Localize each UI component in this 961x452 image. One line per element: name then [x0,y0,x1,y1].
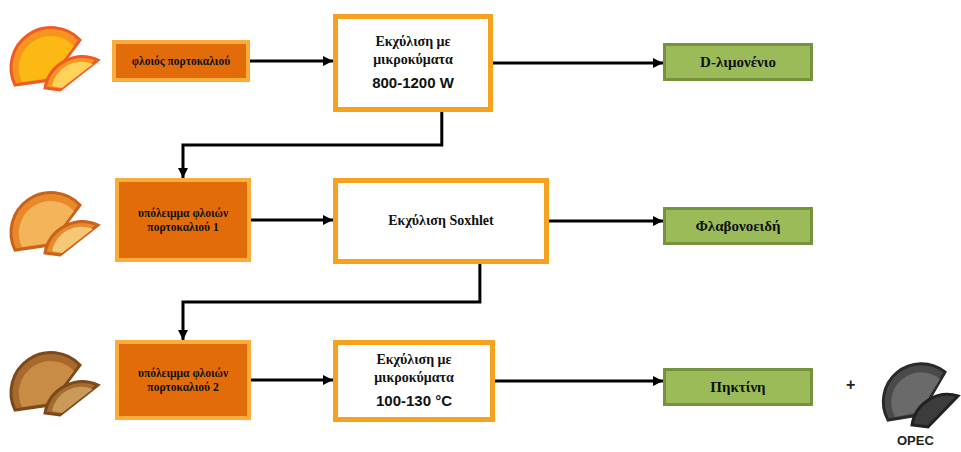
flow-arrow [549,220,663,223]
flow-arrow [493,62,663,65]
process-box: Εκχύλιση με μικροκύματα 100-130 °C [333,340,495,422]
flow-arrow [495,380,663,383]
node-text: Εκχύλιση με μικροκύματα [346,33,480,68]
flow-arrow [251,379,333,382]
raw-material-box: φλοιός πορτοκαλιού [112,40,250,82]
parameter-text: 100-130 °C [376,392,452,411]
process-box: Εκχύλιση με μικροκύματα 800-1200 W [333,14,493,112]
flow-arrow [250,60,333,63]
node-text: υπόλειμμα φλοιών πορτοκαλιού 1 [125,206,241,235]
product-box: Πηκτίνη [663,368,813,406]
raw-material-box: υπόλειμμα φλοιών πορτοκαλιού 2 [115,340,251,420]
product-box: D-λιμονένιο [663,43,813,81]
flow-arrow [183,264,480,340]
node-text: υπόλειμμα φλοιών πορτοκαλιού 2 [125,366,241,395]
plus-sign: + [846,376,855,394]
orange-slice-residue-1 [11,193,98,255]
flow-arrow [183,112,442,178]
node-text: Φλαβονοειδή [695,217,780,236]
node-text: Εκχύλιση Soxhlet [388,212,493,230]
node-text: Εκχύλιση με μικροκύματα [346,351,482,386]
orange-slice-residue-2 [11,353,98,415]
orange-slice-fresh [11,28,98,90]
node-text: D-λιμονένιο [700,53,776,72]
parameter-text: 800-1200 W [372,74,454,93]
raw-material-box: υπόλειμμα φλοιών πορτοκαλιού 1 [115,178,251,262]
opec-slice [883,364,958,427]
flow-arrow [251,219,333,222]
process-box: Εκχύλιση Soxhlet [333,178,549,264]
node-text: φλοιός πορτοκαλιού [132,54,230,68]
product-box: Φλαβονοειδή [663,207,813,245]
byproduct-label: OPEC [897,433,934,448]
node-text: Πηκτίνη [710,378,765,397]
